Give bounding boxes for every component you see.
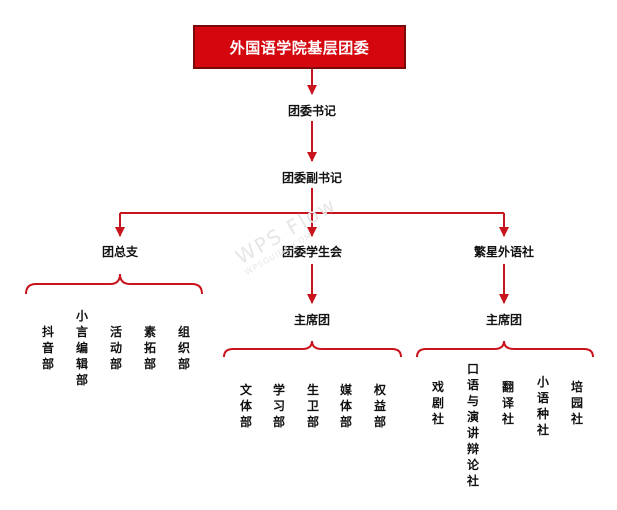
presidium-xueshenghui: 主席团 [293,313,331,327]
club-peiyuan: 培园社 [570,380,583,426]
club-translation: 翻译社 [501,380,514,426]
dept-douyin: 抖音部 [41,325,54,371]
deputy-secretary-node: 团委副书记 [281,171,343,185]
dept-xiaoyan-editorial: 小言编辑部 [75,309,88,387]
root-node: 外国语学院基层团委 [193,25,406,69]
dept-media: 媒体部 [339,383,352,429]
branch-xueshenghui: 团委学生会 [281,245,343,259]
dept-study: 学习部 [272,383,285,429]
dept-organization: 组织部 [177,325,190,371]
brace-fanxing [416,340,594,358]
presidium-fanxing: 主席团 [485,313,523,327]
dept-sutuo: 素拓部 [143,325,156,371]
club-minor-languages: 小语种社 [536,375,549,437]
dept-activities: 活动部 [109,325,122,371]
secretary-node: 团委书记 [287,104,337,118]
branch-fanxing: 繁星外语社 [473,245,535,259]
club-oral-debate: 口语与演讲辩论社 [466,362,479,488]
brace-tuanzongzhi [25,273,203,295]
dept-rights: 权益部 [373,383,386,429]
dept-arts-sports: 文体部 [239,383,252,429]
brace-xueshenghui [223,340,402,358]
branch-tuanzongzhi: 团总支 [101,245,139,259]
club-drama: 戏剧社 [431,380,444,426]
dept-health: 生卫部 [306,383,319,429]
